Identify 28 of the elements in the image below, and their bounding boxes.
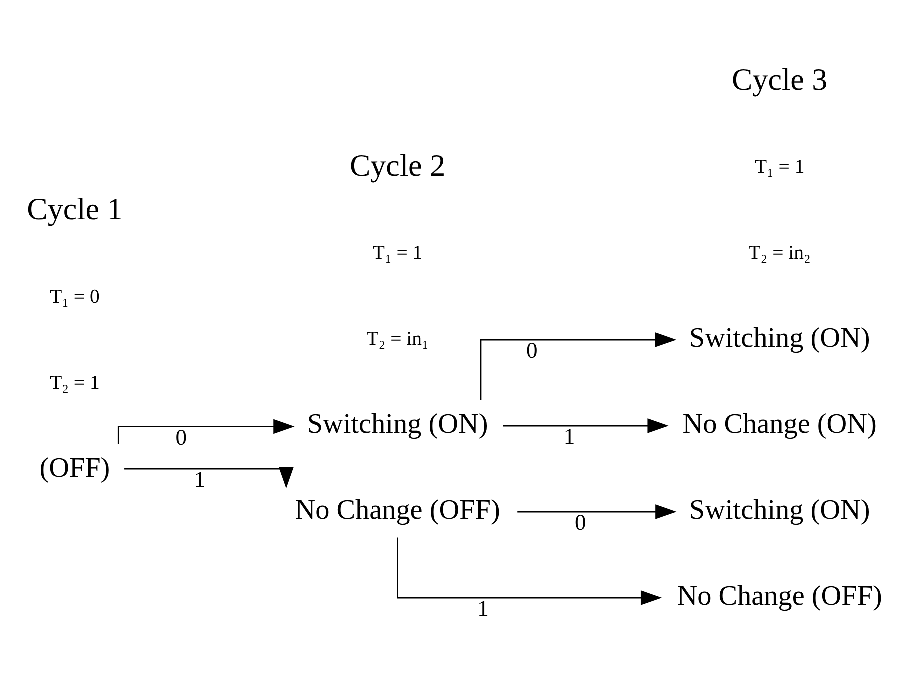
label: Cycle 1 xyxy=(27,192,123,227)
edge-label: 1 xyxy=(564,424,576,450)
node-text: No Change (OFF) xyxy=(677,581,882,612)
label: Cycle 3 xyxy=(732,62,828,97)
arrow xyxy=(480,332,677,400)
node-text: No Change (ON) xyxy=(682,409,877,440)
label: T₁ = 0 xyxy=(50,286,100,308)
label: Cycle 2 xyxy=(350,148,446,183)
node-text: (OFF) xyxy=(40,452,110,484)
arrow xyxy=(397,538,662,606)
label: T₂ = in₁ xyxy=(366,328,429,350)
arrow xyxy=(518,504,677,520)
node-text: No Change (OFF) xyxy=(295,495,500,526)
edge-label: 0 xyxy=(574,510,586,536)
edge-label: 1 xyxy=(194,467,206,492)
node-text: Switching (ON) xyxy=(689,495,870,526)
label: T₂ = 1 xyxy=(50,372,100,394)
arrow xyxy=(503,418,669,434)
node-text: Switching (ON) xyxy=(689,323,870,354)
edge-label: 0 xyxy=(176,424,188,450)
label: T₁ = 1 xyxy=(372,242,423,264)
label: T₂ = in₂ xyxy=(748,242,811,264)
arrow xyxy=(118,419,295,444)
edge-label: 1 xyxy=(478,596,489,622)
arrow xyxy=(124,467,294,489)
node-text: Switching (ON) xyxy=(307,409,488,440)
edge-label: 0 xyxy=(526,338,538,364)
label: T₁ = 1 xyxy=(754,156,805,178)
